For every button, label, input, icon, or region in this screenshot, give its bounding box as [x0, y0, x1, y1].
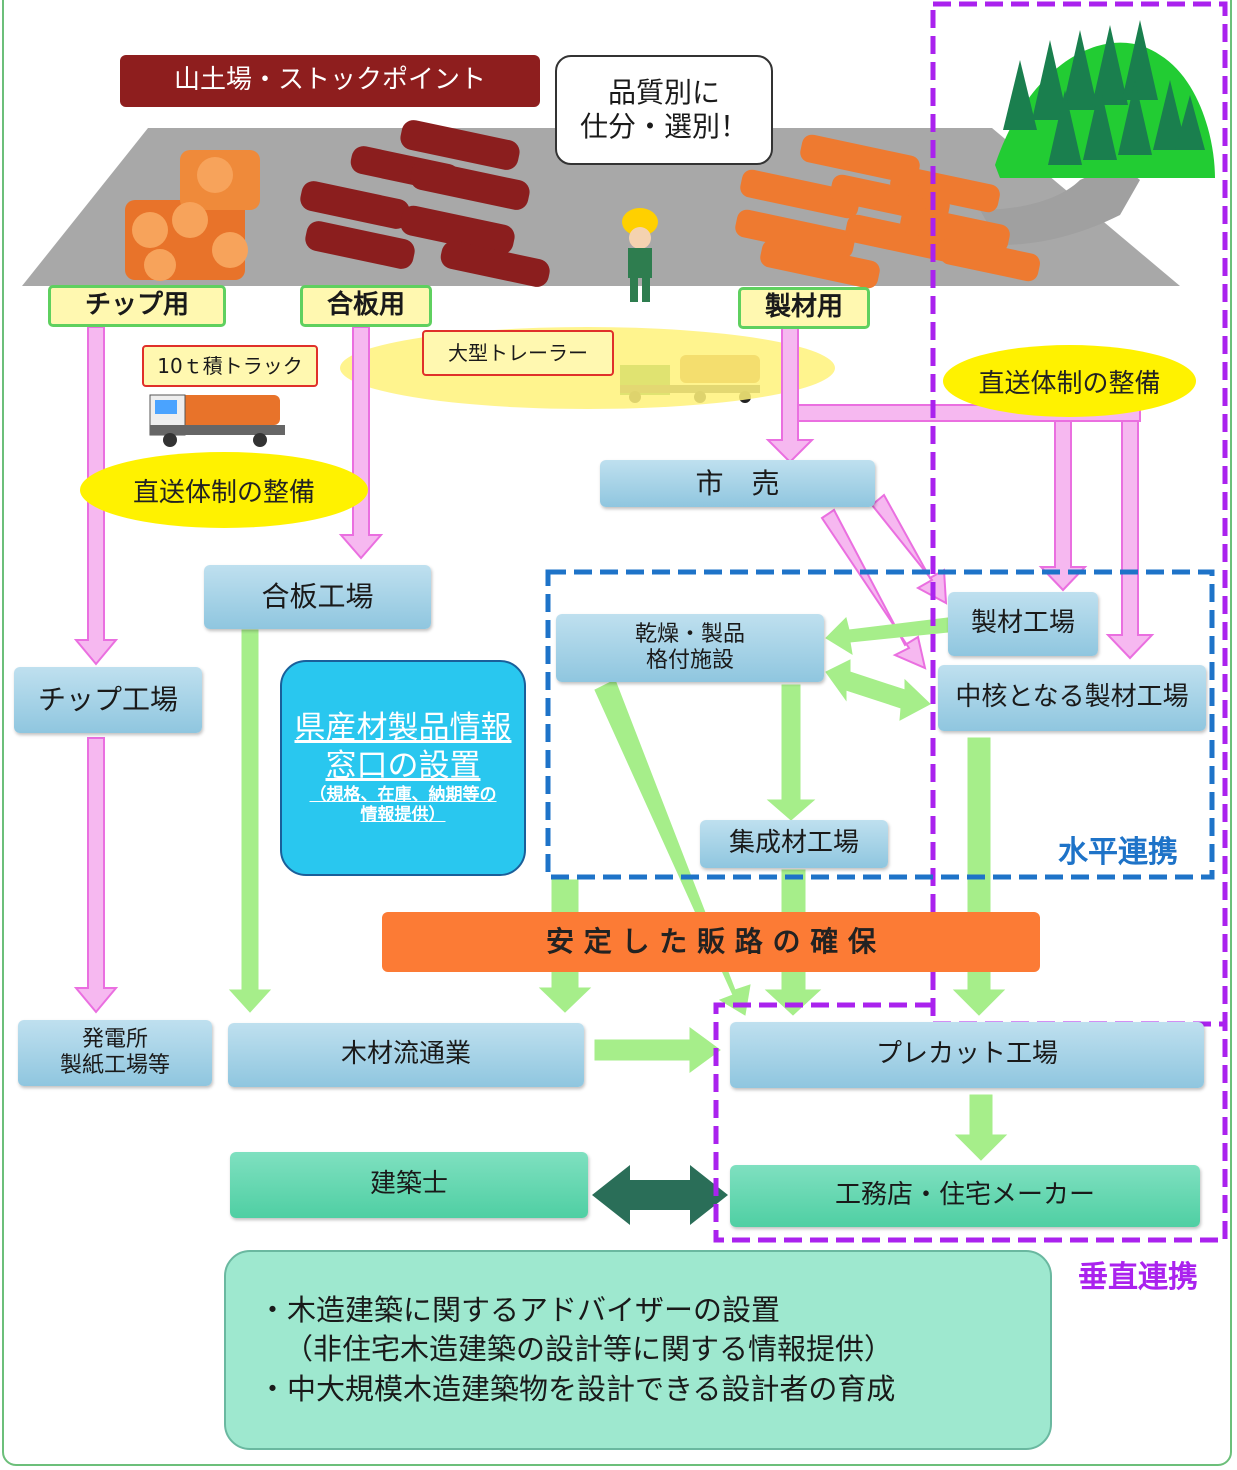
- direct-delivery-right: 直送体制の整備: [943, 345, 1196, 417]
- plywood-label: 合板用: [300, 285, 432, 327]
- drying-box: 乾燥・製品 格付施設: [556, 614, 824, 682]
- arrow-to-sawmill: [1038, 420, 1088, 592]
- power-plant-line2: 製紙工場等: [59, 1053, 170, 1078]
- worker-icon: [622, 208, 658, 302]
- truck-icon: [149, 394, 285, 447]
- bottom-notes-line2: （非住宅木造建築の設計等に関する情報提供）: [284, 1332, 894, 1367]
- power-plant-box: 発電所 製紙工場等: [18, 1020, 212, 1086]
- chip-factory-box: チップ工場: [14, 667, 202, 733]
- plywood-logs-icon: [300, 120, 550, 287]
- info-window-box: 県産材製品情報 窓口の設置 （規格、在庫、納期等の 情報提供）: [280, 660, 526, 876]
- lumber-logs-icon: [735, 134, 1040, 289]
- arrow-drying-to-glulam: [766, 684, 816, 821]
- arrow-market-to-sawmill: [870, 493, 948, 605]
- info-window-line4: 情報提供）: [360, 805, 446, 826]
- arrow-drying-core-bidir: [825, 659, 931, 721]
- trailer-label: 大型トレーラー: [422, 330, 614, 376]
- core-sawmill-box: 中核となる製材工場: [938, 665, 1206, 731]
- forest-road-icon: [980, 172, 1140, 245]
- horizontal-integration-label: 水平連携: [1058, 835, 1178, 870]
- bottom-notes-line1: ・木造建築に関するアドバイザーの設置: [258, 1293, 781, 1328]
- arrow-lumber-to-market: [765, 326, 815, 464]
- arrow-chipfactory-to-power: [73, 737, 119, 1014]
- info-window-line2: 窓口の設置: [325, 747, 481, 784]
- vertical-integration-label: 垂直連携: [1078, 1260, 1198, 1295]
- truck-10t-label: 10ｔ積トラック: [142, 345, 318, 387]
- sawmill-box: 製材工場: [948, 592, 1098, 656]
- arrow-architect-builder-bidir: [592, 1165, 728, 1225]
- info-window-line3: （規格、在庫、納期等の: [309, 784, 497, 805]
- bubble-line1: 品質別に: [607, 76, 720, 110]
- builder-box: 工務店・住宅メーカー: [730, 1165, 1200, 1227]
- arrow-distribution-to-precut: [594, 1027, 721, 1073]
- speech-bubble: 品質別に 仕分・選別！: [555, 55, 773, 165]
- architect-box: 建築士: [230, 1152, 588, 1218]
- bottom-notes-line3: ・中大規模木造建築物を設計できる設計者の育成: [258, 1371, 896, 1406]
- drying-line1: 乾燥・製品: [634, 621, 745, 647]
- arrow-plywood-to-factory: [338, 326, 384, 560]
- distribution-box: 木材流通業: [228, 1023, 584, 1087]
- arrow-to-core-sawmill: [1105, 420, 1155, 660]
- market-box: 市 売: [600, 460, 875, 507]
- bubble-line2: 仕分・選別！: [579, 110, 748, 143]
- trees-icon: [1003, 20, 1205, 165]
- chip-logs-icon: [125, 150, 260, 281]
- direct-delivery-left: 直送体制の整備: [80, 452, 368, 528]
- horizontal-integration-box: [545, 569, 1215, 880]
- vertical-integration-box-bottom: [713, 1002, 1228, 1243]
- info-window-line1: 県産材製品情報: [294, 710, 512, 747]
- stable-sales-banner: 安 定 し た 販 路 の 確 保: [382, 912, 1040, 972]
- precut-box: プレカット工場: [730, 1022, 1204, 1088]
- chip-label: チップ用: [48, 285, 226, 327]
- arrow-market-to-core: [820, 508, 927, 670]
- arrow-sawmill-to-drying: [825, 617, 949, 656]
- arrow-plywood-to-distribution: [228, 629, 272, 1013]
- drying-line2: 格付施設: [645, 648, 734, 673]
- lumber-label: 製材用: [738, 287, 870, 329]
- plywood-factory-box: 合板工場: [204, 565, 431, 629]
- glulam-box: 集成材工場: [700, 820, 888, 868]
- stockpoint-title: 山土場・ストックポイント: [120, 55, 540, 107]
- bottom-notes-box: ・木造建築に関するアドバイザーの設置 （非住宅木造建築の設計等に関する情報提供）…: [224, 1250, 1052, 1450]
- arrow-precut-to-builder: [954, 1094, 1008, 1161]
- power-plant-line1: 発電所: [81, 1026, 148, 1052]
